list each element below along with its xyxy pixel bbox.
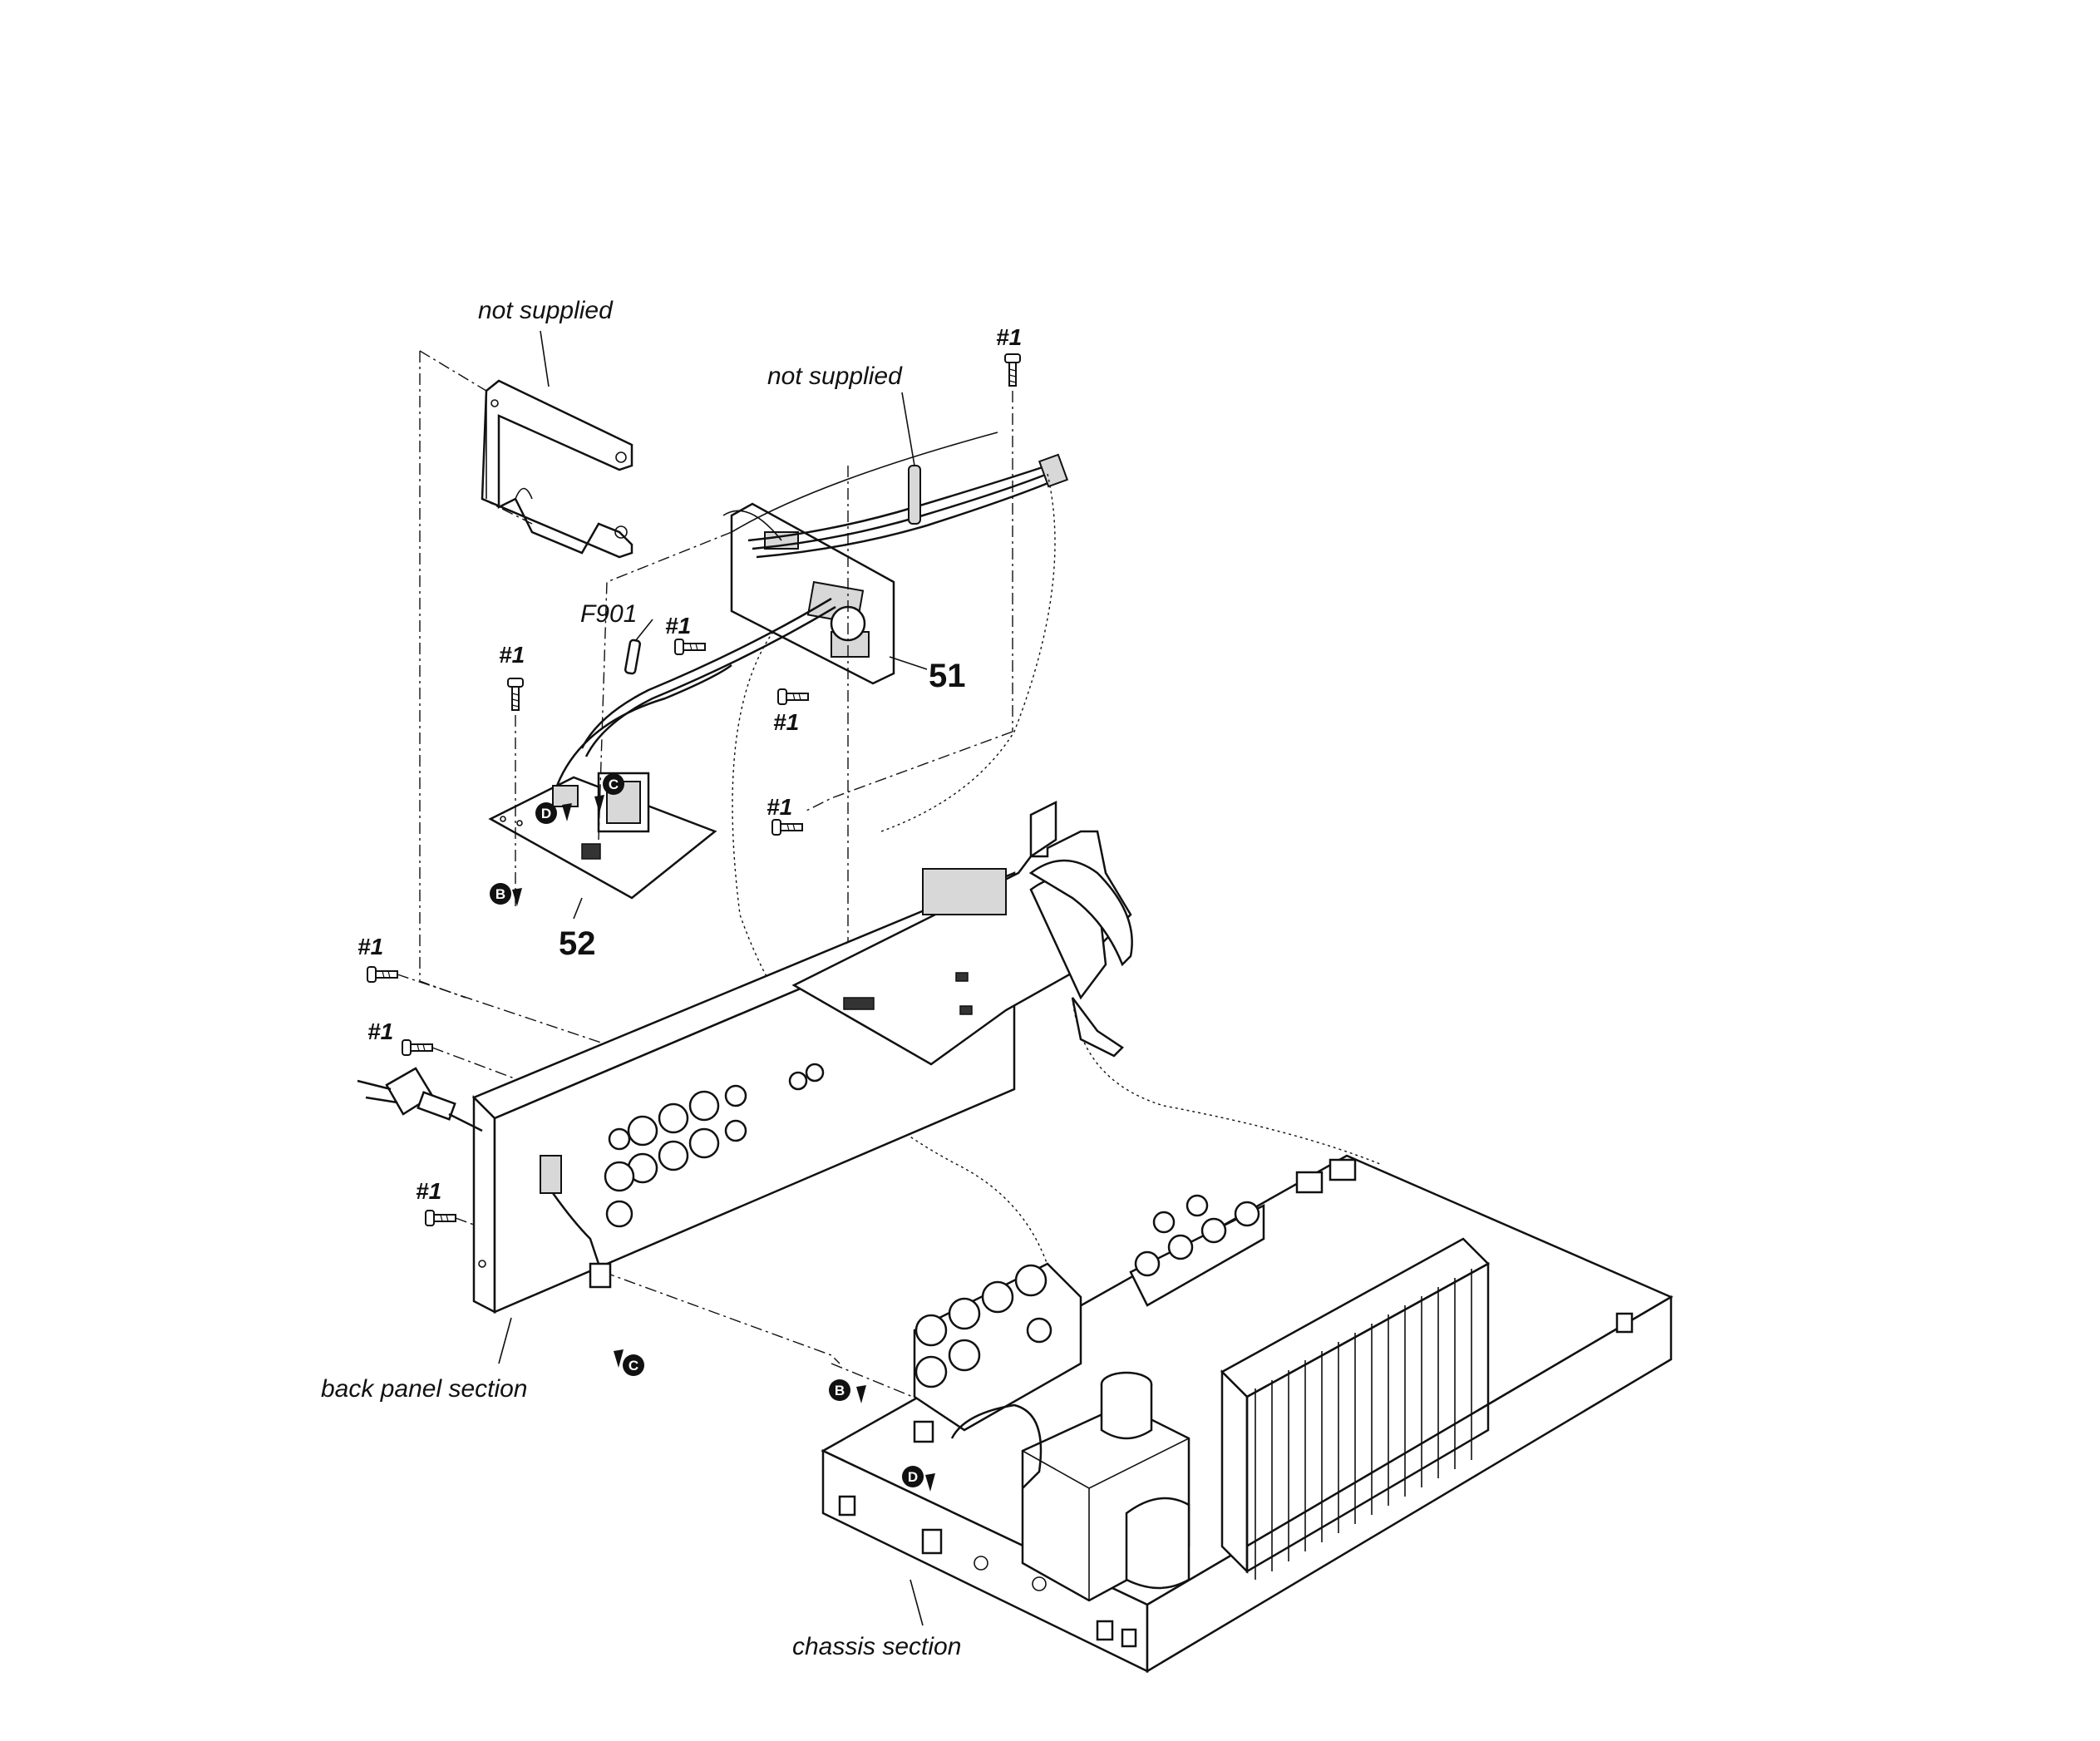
screw-mid — [771, 819, 803, 836]
transformer — [1021, 1371, 1190, 1602]
power-plug — [357, 1067, 483, 1132]
screw-board51-b — [777, 688, 809, 705]
marker-b-chassis: B — [829, 1379, 866, 1403]
leader-f901 — [635, 619, 653, 641]
marker-c-bottom-text: C — [629, 1358, 638, 1374]
leader-52 — [573, 897, 583, 920]
screw-board51-a — [674, 639, 706, 655]
label-screw-back-3: #1 — [416, 1178, 441, 1204]
bracket-not-supplied — [419, 350, 633, 559]
label-not-supplied-left: not supplied — [478, 297, 614, 324]
label-back-panel-section: back panel section — [321, 1375, 528, 1403]
chassis-section — [821, 1154, 1674, 1674]
screw-top — [1004, 353, 1021, 387]
marker-d-left: D — [535, 802, 572, 824]
marker-d-chassis: D — [902, 1466, 935, 1492]
label-screw-mid: #1 — [767, 794, 792, 820]
speaker-terminals — [604, 1063, 825, 1228]
label-screw-back-2: #1 — [367, 1018, 393, 1044]
label-screw-board51-a: #1 — [665, 613, 691, 639]
label-chassis-section: chassis section — [792, 1633, 961, 1660]
marker-c-left-text: C — [609, 777, 619, 792]
label-screw-back-1: #1 — [357, 934, 383, 959]
leader-not-supplied-top — [901, 392, 915, 466]
speaker-jacks — [1129, 1158, 1357, 1307]
screw-back-1 — [367, 966, 398, 983]
label-not-supplied-top: not supplied — [767, 363, 903, 390]
fuse-f901 — [624, 639, 641, 675]
marker-d-left-text: D — [541, 806, 551, 821]
leader-chassis — [910, 1579, 924, 1626]
label-part-52: 52 — [559, 925, 596, 962]
rca-jacks — [913, 1262, 1082, 1432]
screw-back-2 — [402, 1039, 433, 1056]
marker-b-left-text: B — [495, 886, 505, 902]
marker-d-chassis-text: D — [908, 1469, 918, 1485]
board-51 — [580, 432, 1069, 757]
label-f901: F901 — [580, 600, 637, 628]
main-board — [791, 800, 1133, 1066]
heatsink — [1220, 1237, 1491, 1580]
label-screw-board51-b: #1 — [773, 709, 799, 735]
marker-c-bottom: C — [614, 1349, 644, 1376]
screw-back-3 — [425, 1210, 456, 1226]
leader-51 — [889, 656, 928, 670]
label-part-51: 51 — [929, 658, 966, 694]
marker-c-left: C — [594, 773, 624, 813]
leader-not-supplied-left — [540, 330, 550, 387]
marker-b-chassis-text: B — [835, 1383, 845, 1398]
label-screw-board52: #1 — [499, 642, 525, 668]
marker-b-left: B — [490, 883, 522, 906]
spacer-not-supplied — [908, 465, 921, 525]
label-screw-top: #1 — [996, 324, 1022, 350]
leader-back-panel — [498, 1317, 512, 1364]
screw-board52 — [507, 678, 524, 711]
